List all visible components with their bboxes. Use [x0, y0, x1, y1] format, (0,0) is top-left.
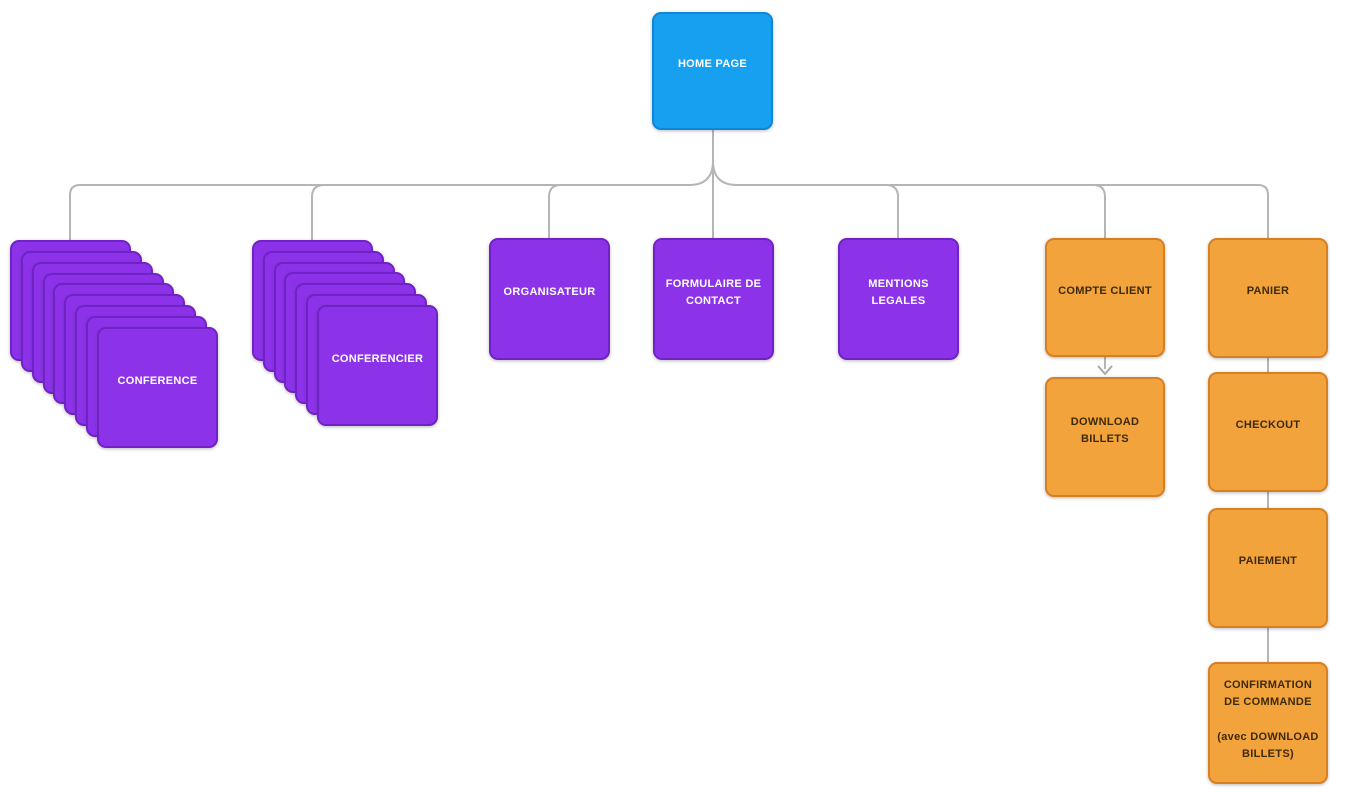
node-mentions-legales[interactable]: MENTIONS LEGALES: [838, 238, 959, 360]
node-formulaire-de-contact[interactable]: FORMULAIRE DE CONTACT: [653, 238, 774, 360]
node-label: DOWNLOAD BILLETS: [1070, 415, 1140, 445]
node-confirmation-de-commande[interactable]: CONFIRMATION DE COMMANDE (avec DOWNLOAD …: [1208, 662, 1328, 784]
node-conferencier-stack: CONFERENCIER: [252, 240, 438, 426]
connector-drop-mentions: [885, 184, 899, 238]
node-label: PAIEMENT: [1238, 555, 1298, 568]
node-label: HOME PAGE: [677, 58, 748, 71]
down-arrow-icon: [1097, 365, 1113, 375]
node-label: ORGANISATEUR: [503, 286, 596, 299]
node-label: MENTIONS LEGALES: [868, 277, 929, 307]
node-label: COMPTE CLIENT: [1058, 284, 1152, 297]
connector-trunk-left: [69, 160, 714, 240]
node-compte-client[interactable]: COMPTE CLIENT: [1045, 238, 1165, 357]
node-panier[interactable]: PANIER: [1208, 238, 1328, 358]
node-label: CHECKOUT: [1235, 419, 1301, 432]
node-home-page[interactable]: HOME PAGE: [652, 12, 773, 130]
node-conferencier[interactable]: CONFERENCIER: [317, 305, 438, 426]
connector-drop-organisateur: [548, 184, 562, 238]
node-paiement[interactable]: PAIEMENT: [1208, 508, 1328, 628]
node-label: CONFERENCIER: [331, 352, 424, 365]
node-download-billets[interactable]: DOWNLOAD BILLETS: [1045, 377, 1165, 497]
connector-drop-compte: [1092, 184, 1106, 238]
node-label: PANIER: [1246, 285, 1290, 298]
node-organisateur[interactable]: ORGANISATEUR: [489, 238, 610, 360]
connector-trunk-right: [712, 160, 1269, 238]
node-checkout[interactable]: CHECKOUT: [1208, 372, 1328, 492]
node-label: CONFIRMATION DE COMMANDE (avec DOWNLOAD …: [1217, 679, 1319, 760]
connector-drop-conferencier: [311, 184, 325, 240]
node-conference-stack: CONFERENCE: [10, 240, 228, 448]
node-label: FORMULAIRE DE CONTACT: [665, 277, 762, 307]
node-conference[interactable]: CONFERENCE: [97, 327, 218, 448]
node-label: CONFERENCE: [117, 374, 198, 387]
